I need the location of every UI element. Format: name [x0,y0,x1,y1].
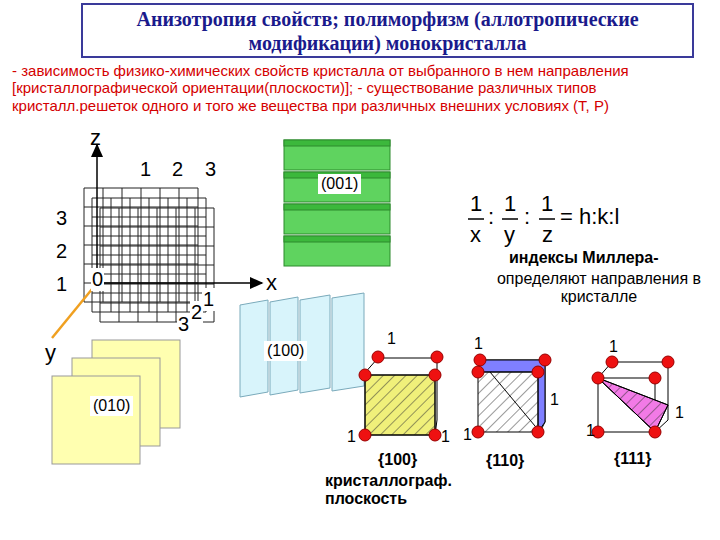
definition-text: - зависимость физико-химических свойств … [12,62,712,114]
plane-index: (010) [90,396,133,416]
axis-intercept: 1 [550,391,559,409]
plane-010 [52,340,180,464]
axis-intercept: 1 [675,404,684,422]
plane-100 [240,293,364,397]
axis-intercept: 1 [609,338,618,356]
axis-intercept: 1 [463,426,472,444]
axis-intercept: 1 [474,335,483,353]
axis-intercept: 1 [347,428,356,446]
cube-110 [478,360,545,432]
miller-note: определяют направления в кристалле [488,270,710,307]
fraction-denominator: y [504,222,515,247]
plane-family: {111} [614,450,651,468]
miller-equation: = h:k:l [560,204,619,229]
axis-name: x [266,270,277,295]
fraction-numerator: 1 [470,191,482,216]
plane-index: (001) [318,174,361,194]
tick-number: 1 [202,288,215,311]
slide-title: Анизотропия свойств; полиморфизм (аллотр… [84,7,691,55]
ratio-sign: : [488,204,494,229]
lattice-points [359,351,674,441]
axis-intercept: 1 [387,330,396,348]
axis-intercept: 1 [441,428,450,446]
tick-number: 3 [177,313,190,336]
x-axis [97,282,262,284]
title-frame [82,4,693,57]
tick-number: 2 [190,301,203,324]
origin-label: 0 [91,268,104,291]
plane-caption: кристаллограф. плоскость [325,472,445,509]
plane-index: (100) [264,341,307,361]
tick-number: 3 [56,207,67,230]
fraction-bars [468,218,555,220]
fraction-numerator: 1 [504,191,516,216]
plane-family: {100} [378,451,417,469]
cube-100 [363,358,437,435]
axis-name: y [45,340,56,365]
tick-number: 1 [140,158,151,181]
tick-number: 2 [56,240,67,263]
miller-heading: индексы Миллера- [509,249,659,267]
plane-family: {110} [486,452,524,470]
axis-name: z [90,125,101,150]
tick-number: 3 [205,158,216,181]
axis-intercept: 1 [586,422,595,440]
fraction-numerator: 1 [541,191,553,216]
cube-111 [598,362,668,432]
plane-001 [284,140,390,266]
fraction-denominator: z [542,222,553,247]
ratio-sign: : [524,204,530,229]
fraction-denominator: x [470,222,481,247]
tick-number: 1 [56,273,67,296]
tick-number: 2 [172,158,183,181]
